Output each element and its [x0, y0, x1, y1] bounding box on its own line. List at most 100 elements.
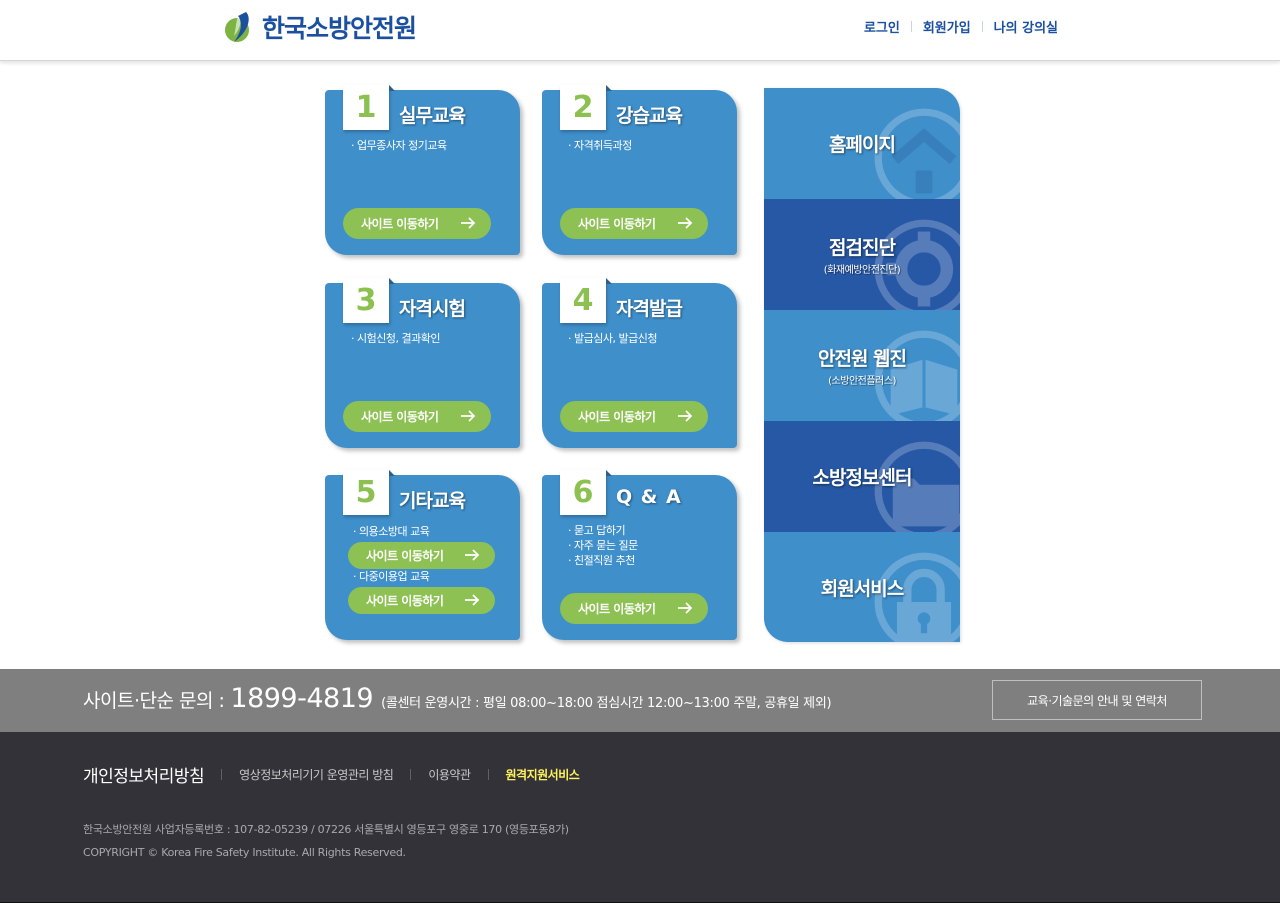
footer-divider	[487, 769, 489, 780]
card-desc-item: 자주 묻는 질문	[568, 538, 638, 553]
card-desc-item: 업무종사자 정기교육	[351, 138, 447, 153]
card-practical-education: 1 실무교육 업무종사자 정기교육 사이트 이동하기	[325, 85, 520, 255]
go-site-button[interactable]: 사이트 이동하기	[560, 593, 708, 624]
go-site-button[interactable]: 사이트 이동하기	[343, 208, 491, 239]
privacy-policy-link[interactable]: 개인정보처리방침	[83, 767, 205, 787]
card-number: 2	[560, 85, 612, 130]
side-item-label: 회원서비스	[820, 578, 904, 600]
card-desc-item: 자격취득과정	[568, 138, 632, 153]
side-item-label: 점검진단	[829, 237, 896, 259]
card-title: 기타교육	[399, 490, 466, 512]
card-title: 자격발급	[616, 298, 683, 320]
terms-link[interactable]: 이용약관	[428, 768, 471, 782]
footer-divider	[410, 769, 412, 780]
card-desc-item: 친절직원 추천	[568, 553, 638, 568]
signup-link[interactable]: 회원가입	[922, 21, 971, 36]
card-description: 발급심사, 발급신청	[568, 331, 657, 346]
side-item-webzine[interactable]: 안전원 웹진 (소방안전플러스)	[764, 310, 960, 421]
card-title: 강습교육	[616, 105, 683, 127]
footer-info: 한국소방안전원 사업자등록번호 : 107-82-05239 / 07226 서…	[83, 818, 569, 864]
education-inquiry-button[interactable]: 교육·기술문의 안내 및 연락처	[992, 680, 1202, 720]
side-item-inspection[interactable]: 점검진단 (화재예방안전진단)	[764, 199, 960, 310]
card-number: 4	[560, 278, 612, 323]
go-site-button-volunteer-fire[interactable]: 사이트 이동하기	[348, 542, 495, 569]
side-menu: 홈페이지 점검진단 (화재예방안전진단) 안전원 웹진 (소방안전플러스) 소방…	[764, 88, 960, 642]
contact-hours: (콜센터 운영시간 : 평일 08:00~18:00 점심시간 12:00~13…	[381, 696, 832, 711]
site-logo[interactable]: 한국소방안전원	[222, 9, 417, 45]
logo-text: 한국소방안전원	[262, 14, 417, 43]
card-title: 자격시험	[399, 298, 466, 320]
top-nav: 로그인 회원가입 나의 강의실	[864, 17, 1058, 36]
remote-support-link[interactable]: 원격지원서비스	[505, 768, 580, 782]
button-label: 사이트 이동하기	[578, 602, 656, 616]
side-item-label: 소방정보센터	[812, 467, 913, 489]
card-qna: 6 Q & A 묻고 답하기 자주 묻는 질문 친절직원 추천 사이트 이동하기	[542, 470, 737, 640]
site-footer: 개인정보처리방침 영상정보처리기기 운영관리 방침 이용약관 원격지원서비스 한…	[0, 732, 1280, 902]
side-item-sublabel: (소방안전플러스)	[828, 376, 896, 387]
arrow-right-icon	[461, 217, 476, 229]
home-icon	[874, 108, 960, 199]
card-description: 시험신청, 결과확인	[351, 331, 440, 346]
sub-item-label: 의용소방대 교육	[353, 523, 430, 539]
button-label: 사이트 이동하기	[578, 217, 656, 231]
card-description: 묻고 답하기 자주 묻는 질문 친절직원 추천	[568, 523, 638, 568]
contact-label: 사이트·단순 문의 :	[83, 690, 225, 712]
card-description: 업무종사자 정기교육	[351, 138, 447, 153]
book-icon	[874, 330, 960, 421]
site-header: 한국소방안전원 로그인 회원가입 나의 강의실	[0, 0, 1280, 61]
card-desc-item: 시험신청, 결과확인	[351, 331, 440, 346]
business-info: 한국소방안전원 사업자등록번호 : 107-82-05239 / 07226 서…	[83, 823, 569, 836]
nav-divider	[981, 21, 983, 32]
side-item-fire-info-center[interactable]: 소방정보센터	[764, 421, 960, 532]
card-training-course: 2 강습교육 자격취득과정 사이트 이동하기	[542, 85, 737, 255]
card-desc-item: 묻고 답하기	[568, 523, 638, 538]
login-link[interactable]: 로그인	[863, 21, 900, 36]
lock-icon	[874, 552, 960, 642]
my-classroom-link[interactable]: 나의 강의실	[993, 21, 1058, 36]
button-label: 사이트 이동하기	[361, 217, 439, 231]
arrow-right-icon	[678, 602, 693, 614]
sub-item-label: 다중이용업 교육	[353, 568, 430, 584]
page-bottom-strip	[0, 902, 1280, 914]
card-title: 실무교육	[399, 105, 466, 127]
logo-mark-icon	[225, 12, 249, 42]
side-item-label: 안전원 웹진	[817, 348, 907, 370]
card-description: 자격취득과정	[568, 138, 632, 153]
arrow-right-icon	[678, 217, 693, 229]
contact-line: 사이트·단순 문의 : 1899-4819 (콜센터 운영시간 : 평일 08:…	[83, 683, 832, 714]
go-site-button[interactable]: 사이트 이동하기	[560, 208, 708, 239]
contact-phone: 1899-4819	[230, 683, 374, 714]
arrow-right-icon	[465, 549, 480, 561]
contact-bar: 사이트·단순 문의 : 1899-4819 (콜센터 운영시간 : 평일 08:…	[0, 669, 1280, 732]
button-label: 사이트 이동하기	[366, 549, 444, 563]
footer-links: 개인정보처리방침 영상정보처리기기 운영관리 방침 이용약관 원격지원서비스	[83, 762, 580, 787]
card-other-education: 5 기타교육 의용소방대 교육 사이트 이동하기 다중이용업 교육 사이트 이동…	[325, 470, 520, 640]
side-item-sublabel: (화재예방안전진단)	[823, 265, 901, 276]
gear-icon	[874, 219, 960, 310]
card-certificate-issuance: 4 자격발급 발급심사, 발급신청 사이트 이동하기	[542, 278, 737, 448]
go-site-button[interactable]: 사이트 이동하기	[343, 401, 491, 432]
side-item-member-service[interactable]: 회원서비스	[764, 532, 960, 642]
arrow-right-icon	[461, 410, 476, 422]
card-number: 5	[343, 470, 395, 515]
copyright: COPYRIGHT © Korea Fire Safety Institute.…	[83, 846, 406, 859]
card-title: Q & A	[616, 486, 682, 508]
folder-icon	[874, 441, 960, 532]
footer-divider	[221, 769, 223, 780]
card-number: 3	[343, 278, 395, 323]
side-item-label: 홈페이지	[829, 134, 896, 156]
arrow-right-icon	[465, 594, 480, 606]
arrow-right-icon	[678, 410, 693, 422]
cctv-policy-link[interactable]: 영상정보처리기기 운영관리 방침	[239, 768, 394, 782]
card-number: 1	[343, 85, 395, 130]
nav-divider	[910, 21, 912, 32]
side-item-homepage[interactable]: 홈페이지	[764, 88, 960, 199]
go-site-button-multi-use[interactable]: 사이트 이동하기	[348, 587, 495, 614]
card-qualification-exam: 3 자격시험 시험신청, 결과확인 사이트 이동하기	[325, 278, 520, 448]
button-label: 사이트 이동하기	[366, 594, 444, 608]
card-number: 6	[560, 470, 612, 515]
button-label: 사이트 이동하기	[361, 410, 439, 424]
go-site-button[interactable]: 사이트 이동하기	[560, 401, 708, 432]
card-desc-item: 발급심사, 발급신청	[568, 331, 657, 346]
button-label: 사이트 이동하기	[578, 410, 656, 424]
